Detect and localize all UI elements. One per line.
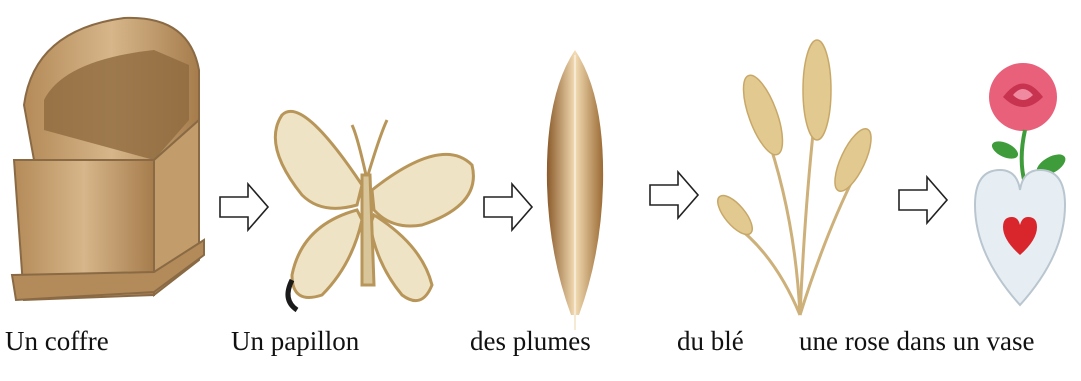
feather-icon bbox=[535, 45, 615, 335]
right-arrow-icon bbox=[482, 182, 534, 232]
right-arrow-icon bbox=[648, 170, 700, 220]
caption-chest: Un coffre bbox=[5, 326, 109, 357]
caption-rose-vase: une rose dans un vase bbox=[799, 326, 1034, 357]
rose-in-vase-icon bbox=[965, 55, 1075, 320]
right-arrow-icon bbox=[897, 175, 949, 225]
chest-icon bbox=[4, 10, 209, 310]
butterfly-icon bbox=[262, 75, 482, 335]
caption-wheat: du blé bbox=[677, 326, 744, 357]
wheat-icon bbox=[705, 35, 885, 320]
caption-butterfly: Un papillon bbox=[231, 326, 359, 357]
caption-feathers: des plumes bbox=[470, 326, 591, 357]
